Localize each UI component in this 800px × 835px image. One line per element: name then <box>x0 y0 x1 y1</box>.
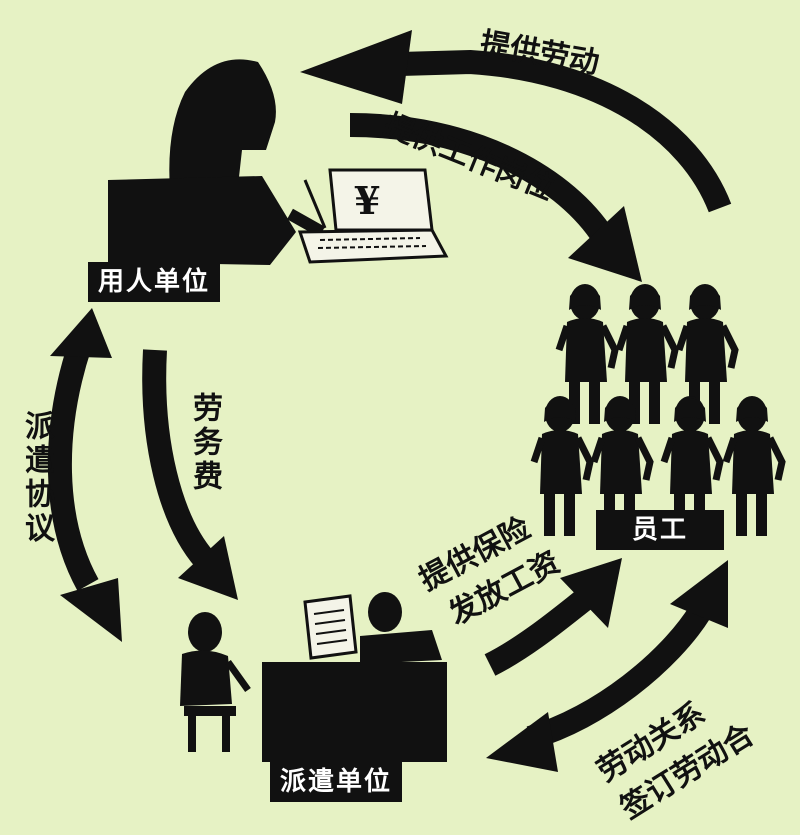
currency-icon: ¥ <box>354 178 381 223</box>
arrow-provide-labor <box>300 30 732 213</box>
agency-desk-figure <box>262 592 447 762</box>
employees-label: 员工 <box>596 510 725 550</box>
dispatch-agreement-text: 派遣协议 <box>19 410 54 546</box>
document-icon <box>303 594 358 660</box>
employee-group <box>534 284 782 536</box>
arrow-service-fee <box>142 349 238 600</box>
arrow-provide-positions <box>349 113 642 282</box>
employer-figure <box>108 59 327 265</box>
seated-person-figure <box>180 612 251 752</box>
employer-label: 用人单位 <box>88 262 221 302</box>
arrow-dispatch-agreement <box>47 308 122 642</box>
arrow-labor-contract <box>486 560 728 772</box>
service-fee-text: 劳务费 <box>187 392 222 494</box>
laptop-icon <box>297 168 449 264</box>
arrow-insurance-wages <box>484 558 622 676</box>
agency-label: 派遣单位 <box>270 762 403 802</box>
